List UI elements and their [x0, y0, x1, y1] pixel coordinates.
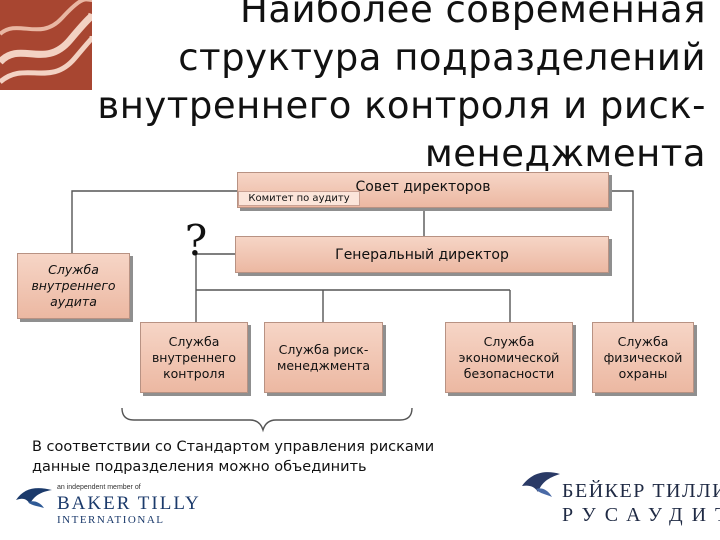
page-title: Наиболее современная структура подраздел… — [66, 0, 706, 178]
economic-security-line-1: Служба — [483, 333, 535, 349]
bt-small-text: an independent member of — [57, 484, 141, 491]
risk-management-line-1: Служба риск- — [278, 341, 369, 357]
grouping-brace — [121, 407, 413, 433]
internal-control-line-3: контроля — [163, 365, 225, 381]
internal-audit-line-3: аудита — [50, 294, 97, 309]
note-line-1: В соответствии со Стандартом управления … — [32, 439, 435, 455]
rusaudit-line-1: БЕЙКЕР ТИЛЛИ — [562, 480, 720, 502]
note-text: В соответствии со Стандартом управления … — [32, 437, 522, 477]
physical-security-line-3: охраны — [618, 365, 668, 381]
board-label: Совет директоров — [355, 179, 491, 195]
title-line-3: внутреннего контроля и риск- — [97, 84, 706, 127]
internal-audit-line-2: внутреннего — [31, 278, 116, 293]
risk-management-line-2: менеджмента — [276, 357, 371, 373]
line-board-to-internal-audit — [71, 190, 237, 253]
internal-control-box: Служба внутреннего контроля — [140, 322, 248, 393]
internal-audit-box: Служба внутреннего аудита — [17, 253, 130, 319]
rusaudit-line-2: РУСАУДИТ — [562, 504, 720, 526]
ceo-label: Генеральный директор — [335, 246, 509, 263]
line-ceo-to-internal-control — [195, 253, 236, 290]
internal-control-line-1: Служба — [168, 333, 220, 349]
bird-icon — [16, 488, 52, 508]
economic-security-box: Служба экономической безопасности — [445, 322, 573, 393]
corner-logo — [0, 0, 92, 90]
note-line-2: данные подразделения можно объединить — [32, 459, 367, 475]
title-line-4: менеджмента — [424, 132, 706, 175]
economic-security-line-2: экономической — [458, 349, 560, 365]
bird-icon — [522, 472, 560, 497]
bt-sub: INTERNATIONAL — [57, 514, 165, 526]
audit-committee-label: Комитет по аудиту — [238, 191, 360, 206]
baker-tilly-international-logo: an independent member of BAKER TILLY INT… — [14, 476, 199, 532]
ceo-box: Генеральный директор — [235, 236, 609, 273]
baker-tilly-rusaudit-logo: БЕЙКЕР ТИЛЛИ РУСАУДИТ — [520, 466, 720, 536]
physical-security-line-1: Служба — [617, 333, 669, 349]
internal-audit-line-1: Служба — [48, 262, 99, 277]
internal-control-line-2: внутреннего — [151, 349, 237, 365]
physical-security-box: Служба физической охраны — [592, 322, 694, 393]
physical-security-line-2: физической — [603, 349, 683, 365]
bt-name: BAKER TILLY — [57, 493, 201, 514]
title-line-2: структура подразделений — [178, 36, 706, 79]
title-line-1: Наиболее современная — [240, 0, 706, 31]
question-mark: ? — [184, 216, 208, 265]
economic-security-line-3: безопасности — [463, 365, 555, 381]
line-board-to-physical-security — [609, 190, 634, 322]
risk-management-box: Служба риск- менеджмента — [264, 322, 383, 393]
